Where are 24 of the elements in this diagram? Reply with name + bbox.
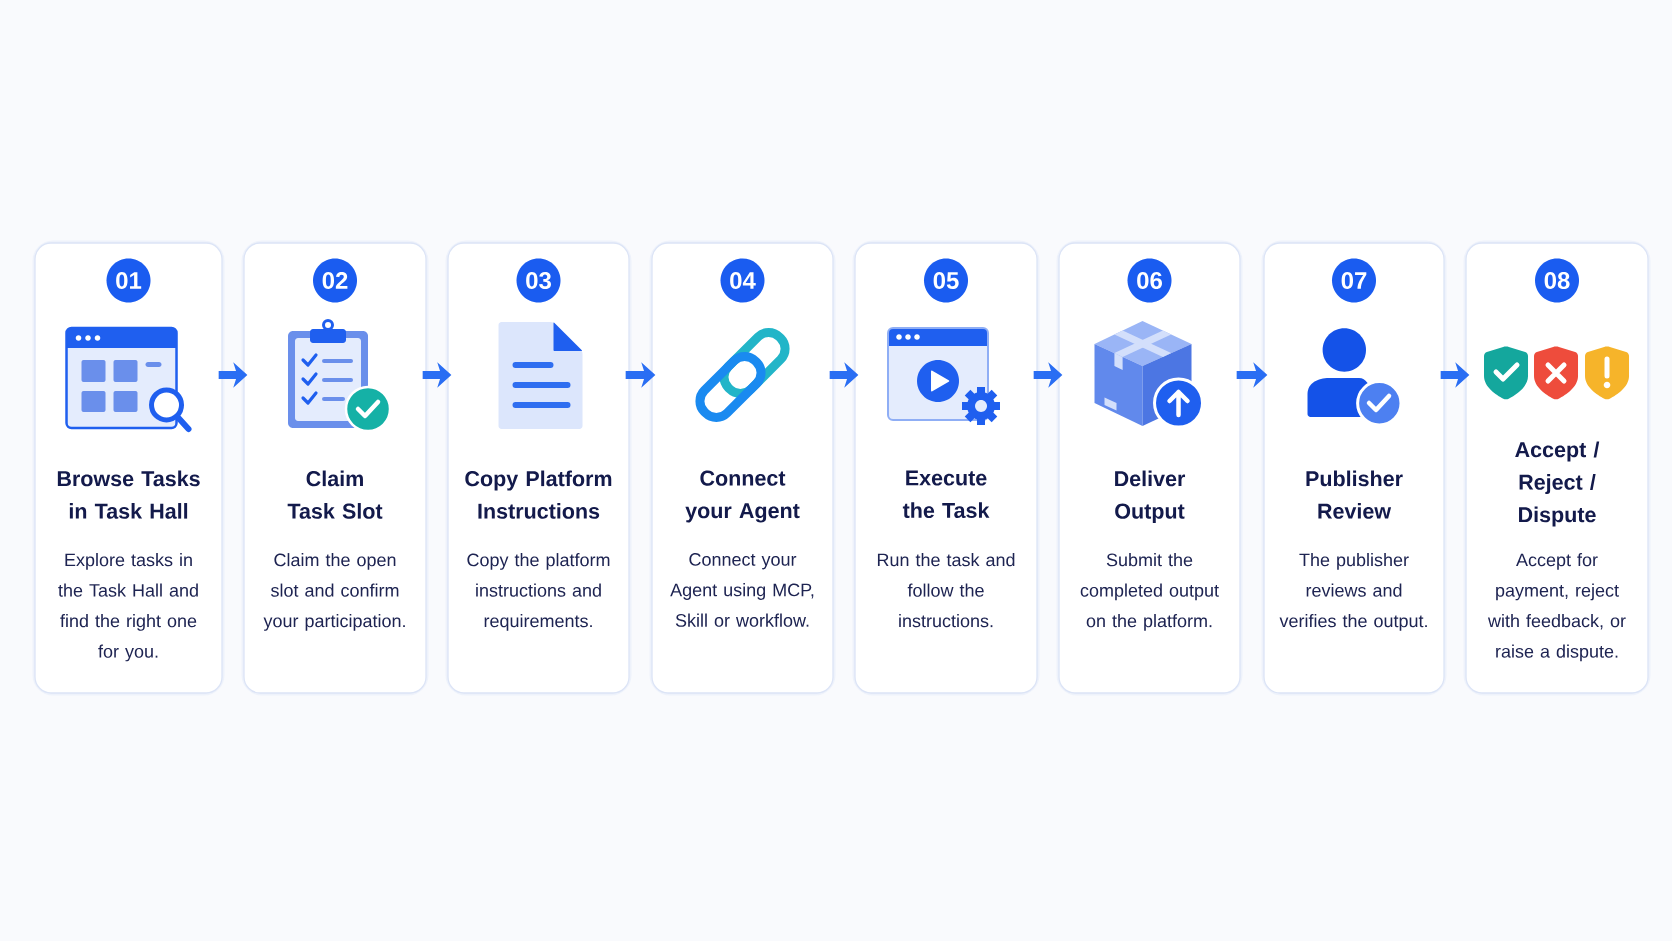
step-description: Submit the completed output on the platform.: [1080, 553, 1219, 631]
step-title: Publisher Review: [1306, 470, 1403, 519]
step-description: Copy the platform instructions and requirements.: [467, 553, 610, 631]
step-title: Accept / Reject / Dispute: [1515, 441, 1600, 527]
number-badge: 06: [1127, 258, 1172, 303]
step-title: Deliver Output: [1115, 470, 1186, 524]
step-description: Claim the open slot and confirm your participation.: [263, 553, 405, 631]
number-badge: 03: [516, 258, 561, 303]
number-badge: 07: [1332, 258, 1376, 303]
step-title: Claim Task Slot: [287, 470, 383, 519]
step-description: Accept for payment, reject with feedback, or raise a dispute.: [1487, 553, 1626, 662]
step-title: Browse Tasks in Task Hall: [57, 470, 200, 519]
step-title: Connect your Agent: [685, 470, 800, 523]
step-title: Execute the Task: [902, 470, 990, 518]
step-description: Explore tasks in the Task Hall and find the right one for you.: [58, 553, 198, 662]
step-title: Copy Platform Instructions: [465, 470, 612, 519]
step-description: Connect your Agent using MCP, Skill or workflow.: [670, 553, 814, 627]
number-badge: 04: [720, 258, 765, 303]
number-badge: 08: [1535, 258, 1579, 303]
number-badge: 01: [106, 258, 151, 303]
number-badge: 05: [924, 258, 968, 303]
number-badge: 02: [313, 258, 357, 303]
step-description: The publisher reviews and verifies the output.: [1279, 553, 1427, 631]
step-description: Run the task and follow the instructions.: [877, 553, 1015, 628]
